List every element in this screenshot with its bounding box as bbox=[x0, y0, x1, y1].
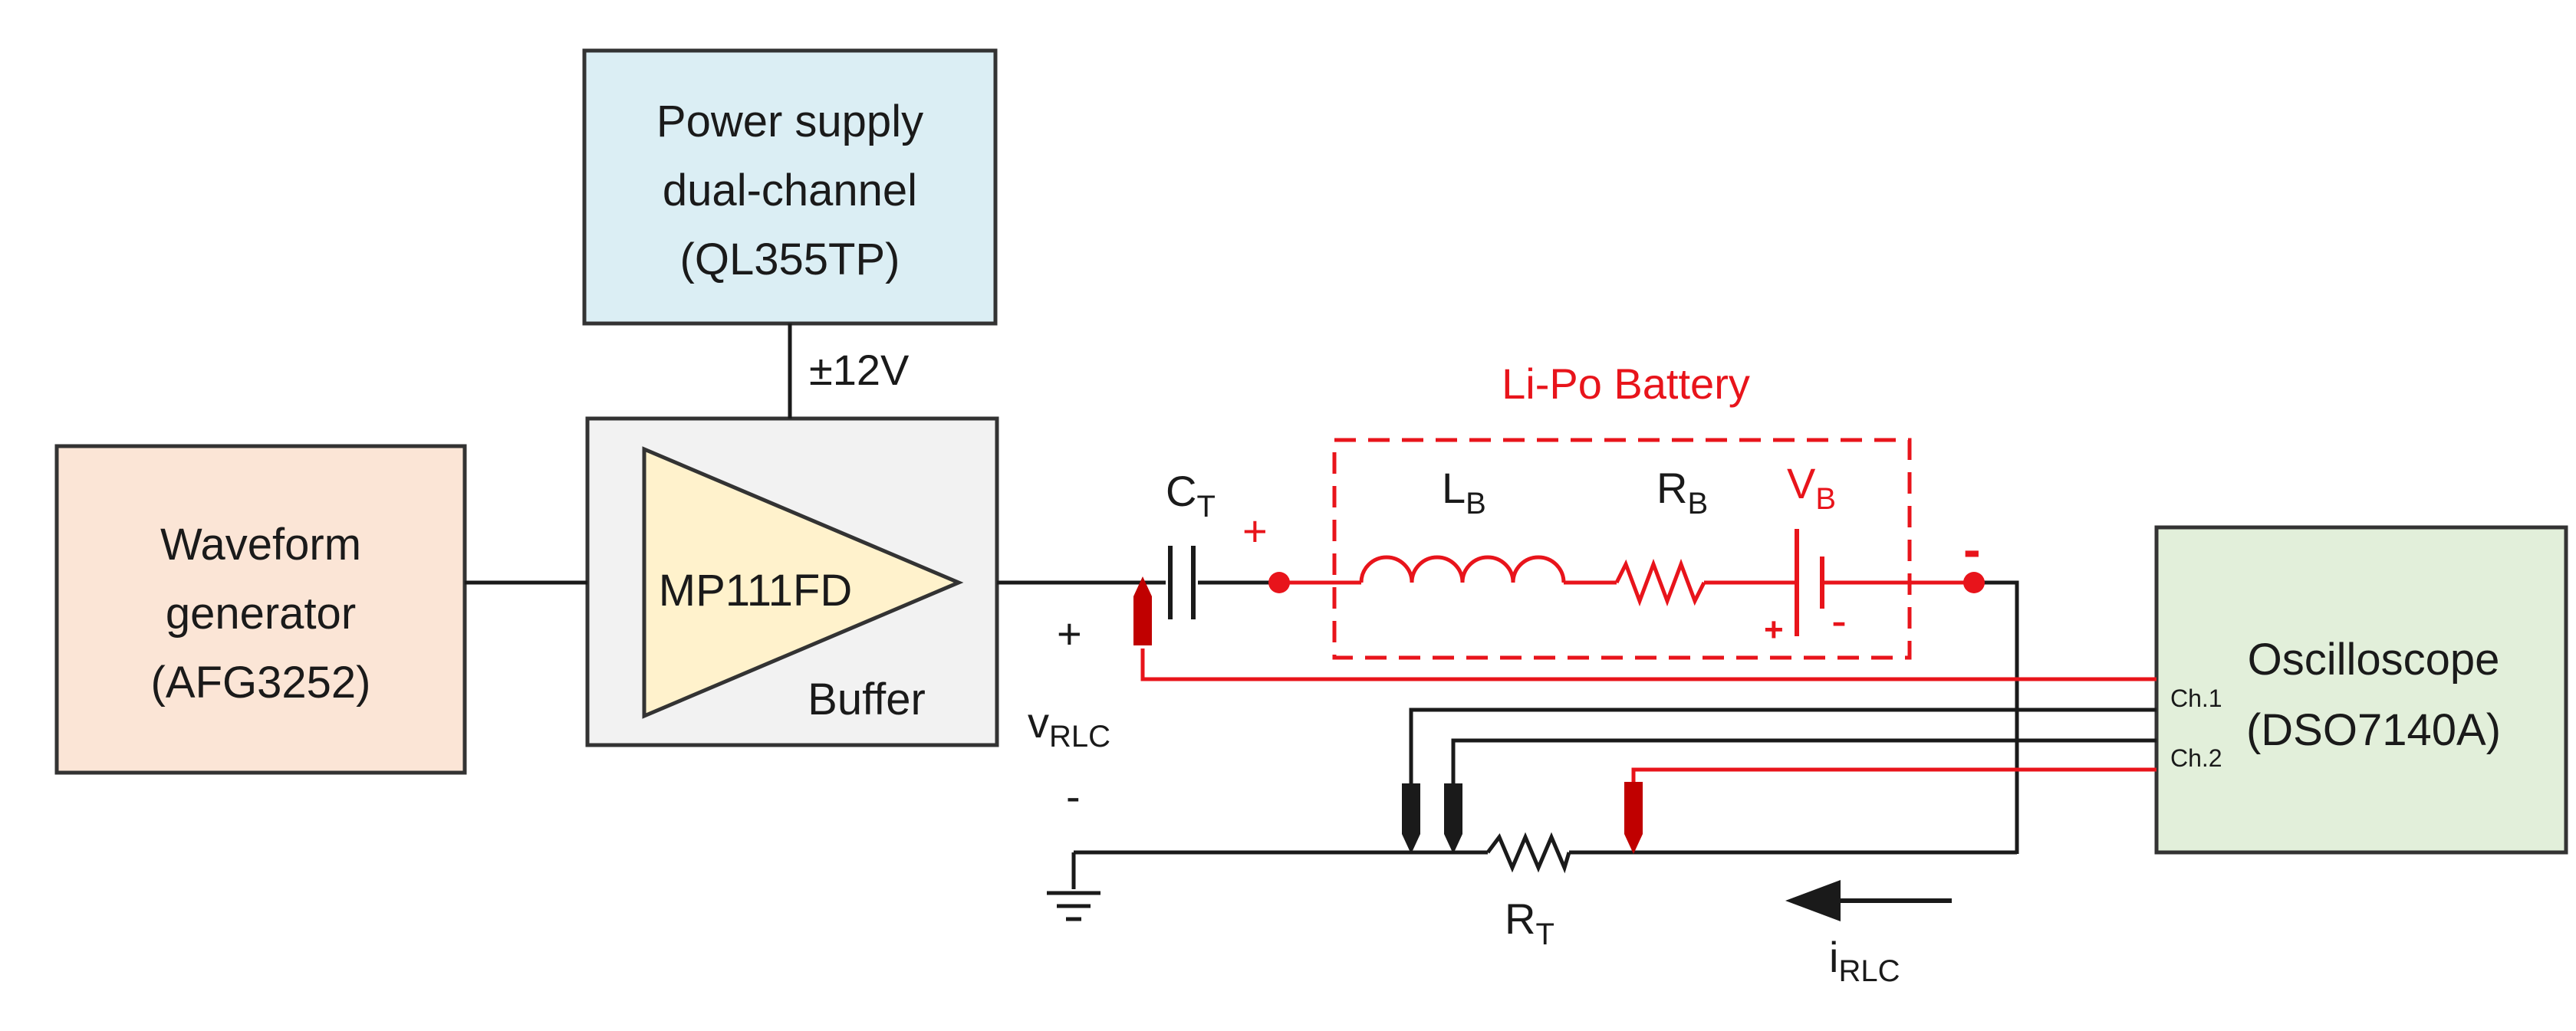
lb-label: LB bbox=[1442, 464, 1486, 520]
supply-voltage-label: ±12V bbox=[809, 346, 910, 394]
waveform-generator-block: Waveform generator (AFG3252) bbox=[54, 444, 467, 775]
buffer-label: Buffer bbox=[808, 675, 926, 724]
power-supply-line3: (QL355TP) bbox=[680, 235, 900, 284]
waveform-generator-line1: Waveform bbox=[160, 520, 361, 570]
battery-terminal-minus bbox=[1963, 572, 1985, 593]
oscilloscope-line1: Oscilloscope bbox=[2248, 635, 2500, 685]
li-po-battery bbox=[1268, 438, 1985, 660]
terminal-minus-label: - bbox=[1963, 520, 1981, 579]
vrlc-label: vRLC bbox=[1028, 698, 1110, 754]
power-supply-line2: dual-channel bbox=[663, 166, 917, 215]
ct-label: CT bbox=[1166, 467, 1216, 524]
power-supply-block: Power supply dual-channel (QL355TP) bbox=[582, 48, 998, 326]
resistor-rt bbox=[1486, 832, 1571, 874]
battery-terminal-plus bbox=[1268, 572, 1290, 593]
channel-2-label: Ch.2 bbox=[2170, 744, 2222, 772]
amplifier-label: MP111FD bbox=[659, 566, 852, 616]
resistor-rb bbox=[1614, 558, 1706, 607]
waveform-generator-line3: (AFG3252) bbox=[151, 658, 371, 708]
inductor-lb bbox=[1359, 555, 1566, 583]
capacitor-ct bbox=[1168, 546, 1196, 619]
battery-dashed-box bbox=[1332, 438, 1912, 660]
oscilloscope-line2: (DSO7140A) bbox=[2246, 705, 2501, 755]
voltage-probe-red bbox=[1133, 576, 1152, 645]
current-probe-red bbox=[1624, 782, 1643, 854]
buffer-block: MP111FD Buffer bbox=[585, 416, 999, 747]
vrlc-plus-label: + bbox=[1057, 609, 1082, 658]
channel-1-label: Ch.1 bbox=[2170, 685, 2222, 712]
current-arrow bbox=[1785, 880, 1952, 921]
ground-probe-black-1 bbox=[1402, 783, 1420, 854]
battery-minus-label: - bbox=[1831, 595, 1847, 646]
battery-title: Li-Po Battery bbox=[1502, 360, 1750, 408]
battery-plus-label: + bbox=[1764, 611, 1784, 648]
amplifier-triangle bbox=[642, 446, 964, 719]
power-supply-line1: Power supply bbox=[656, 97, 923, 146]
vrlc-minus-label: - bbox=[1066, 772, 1081, 820]
vb-label: VB bbox=[1787, 459, 1836, 516]
terminal-plus-label: + bbox=[1242, 507, 1268, 555]
rt-label: RT bbox=[1505, 895, 1554, 951]
oscilloscope-block: Oscilloscope (DSO7140A) Ch.1 Ch.2 bbox=[2154, 525, 2568, 855]
rb-label: RB bbox=[1656, 464, 1708, 520]
ground-probe-black-2 bbox=[1444, 783, 1462, 854]
irlc-label: iRLC bbox=[1829, 933, 1900, 988]
waveform-generator-line2: generator bbox=[166, 589, 356, 639]
battery-source-vb bbox=[1795, 529, 1824, 636]
